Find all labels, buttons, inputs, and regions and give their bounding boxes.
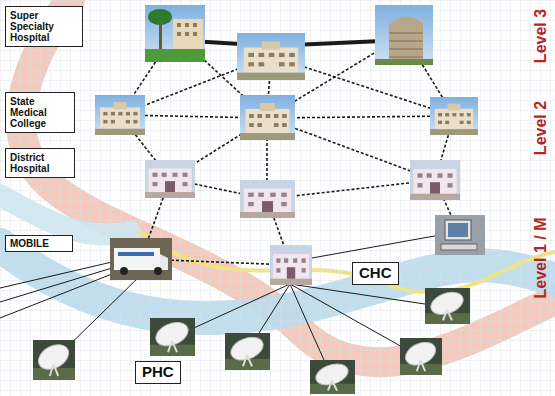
level-label: Level 3	[532, 9, 550, 63]
level-label-box: State Medical College	[5, 92, 75, 133]
node-text: PHC	[142, 364, 174, 381]
level-label-box: District Hospital	[5, 148, 75, 178]
node-text: District Hospital	[10, 152, 70, 174]
level-label-box: MOBILE	[5, 235, 73, 252]
node-text: MOBILE	[10, 238, 68, 249]
level-label-box: Super Specialty Hospital	[5, 6, 83, 47]
node-text: Super Specialty Hospital	[10, 10, 78, 43]
tier-label: CHC	[352, 262, 399, 285]
tier-label: PHC	[135, 361, 181, 384]
node-text: State Medical College	[10, 96, 70, 129]
level-label: Level 1 / M	[532, 218, 550, 299]
node-text: CHC	[359, 265, 392, 282]
level-label: Level 2	[532, 101, 550, 155]
